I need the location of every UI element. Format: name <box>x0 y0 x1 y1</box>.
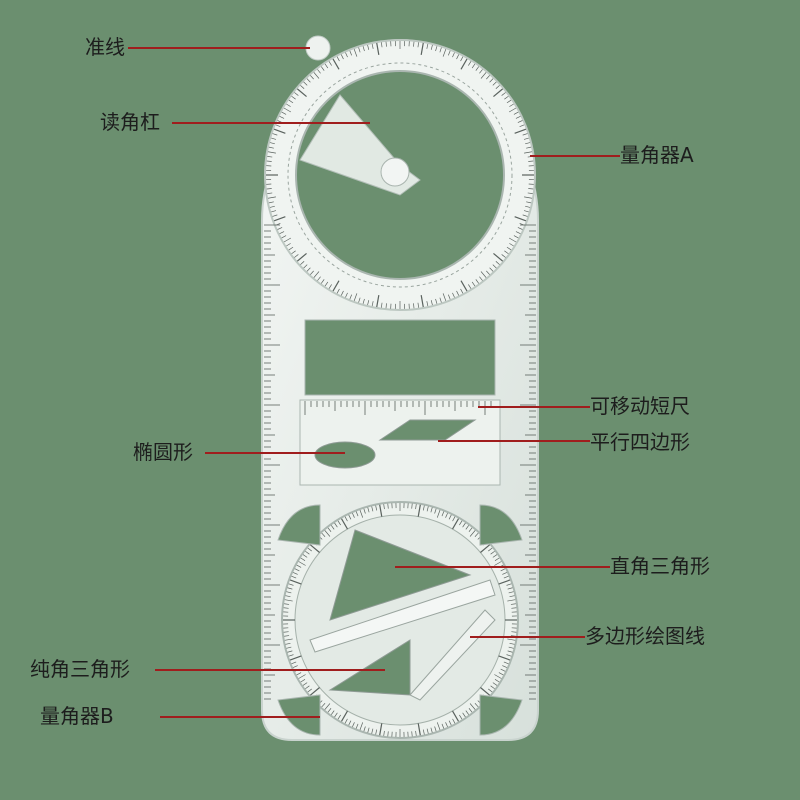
side-slots <box>277 504 523 736</box>
polygon-drawing-lines <box>309 579 496 653</box>
label-ellipse: 椭圆形 <box>133 440 193 464</box>
leader-parallelogram <box>438 440 590 442</box>
leader-protractor-b <box>160 716 320 718</box>
label-polygon-lines: 多边形绘图线 <box>585 624 705 648</box>
protractor-b <box>281 501 519 739</box>
label-reading-bar: 读角杠 <box>100 110 160 134</box>
label-guide-line: 准线 <box>85 35 125 59</box>
leader-obtuse-triangle <box>155 669 385 671</box>
left-ruler-scale <box>264 224 280 700</box>
reading-bar <box>299 94 421 196</box>
parallelogram-cutout <box>378 419 477 441</box>
label-right-triangle: 直角三角形 <box>610 554 710 578</box>
label-obtuse-triangle: 纯角三角形 <box>30 657 130 681</box>
label-protractor-a: 量角器A <box>620 143 694 167</box>
leader-right-triangle <box>395 566 610 568</box>
leader-ellipse <box>205 452 345 454</box>
obtuse-triangle-cutout <box>328 639 411 696</box>
ellipse-cutout <box>314 441 376 469</box>
leader-movable-ruler <box>478 406 590 408</box>
leader-guide-line <box>128 47 310 49</box>
movable-short-ruler <box>299 399 501 486</box>
rectangle-window <box>304 319 496 396</box>
leader-reading-bar <box>172 122 370 124</box>
leader-protractor-a <box>530 155 620 157</box>
label-protractor-b: 量角器B <box>40 704 114 728</box>
protractor-b-ticks <box>283 503 517 737</box>
label-parallelogram: 平行四边形 <box>590 430 690 454</box>
right-triangle-cutout <box>329 529 472 621</box>
leader-polygon-lines <box>470 636 585 638</box>
label-movable-ruler: 可移动短尺 <box>590 394 690 418</box>
